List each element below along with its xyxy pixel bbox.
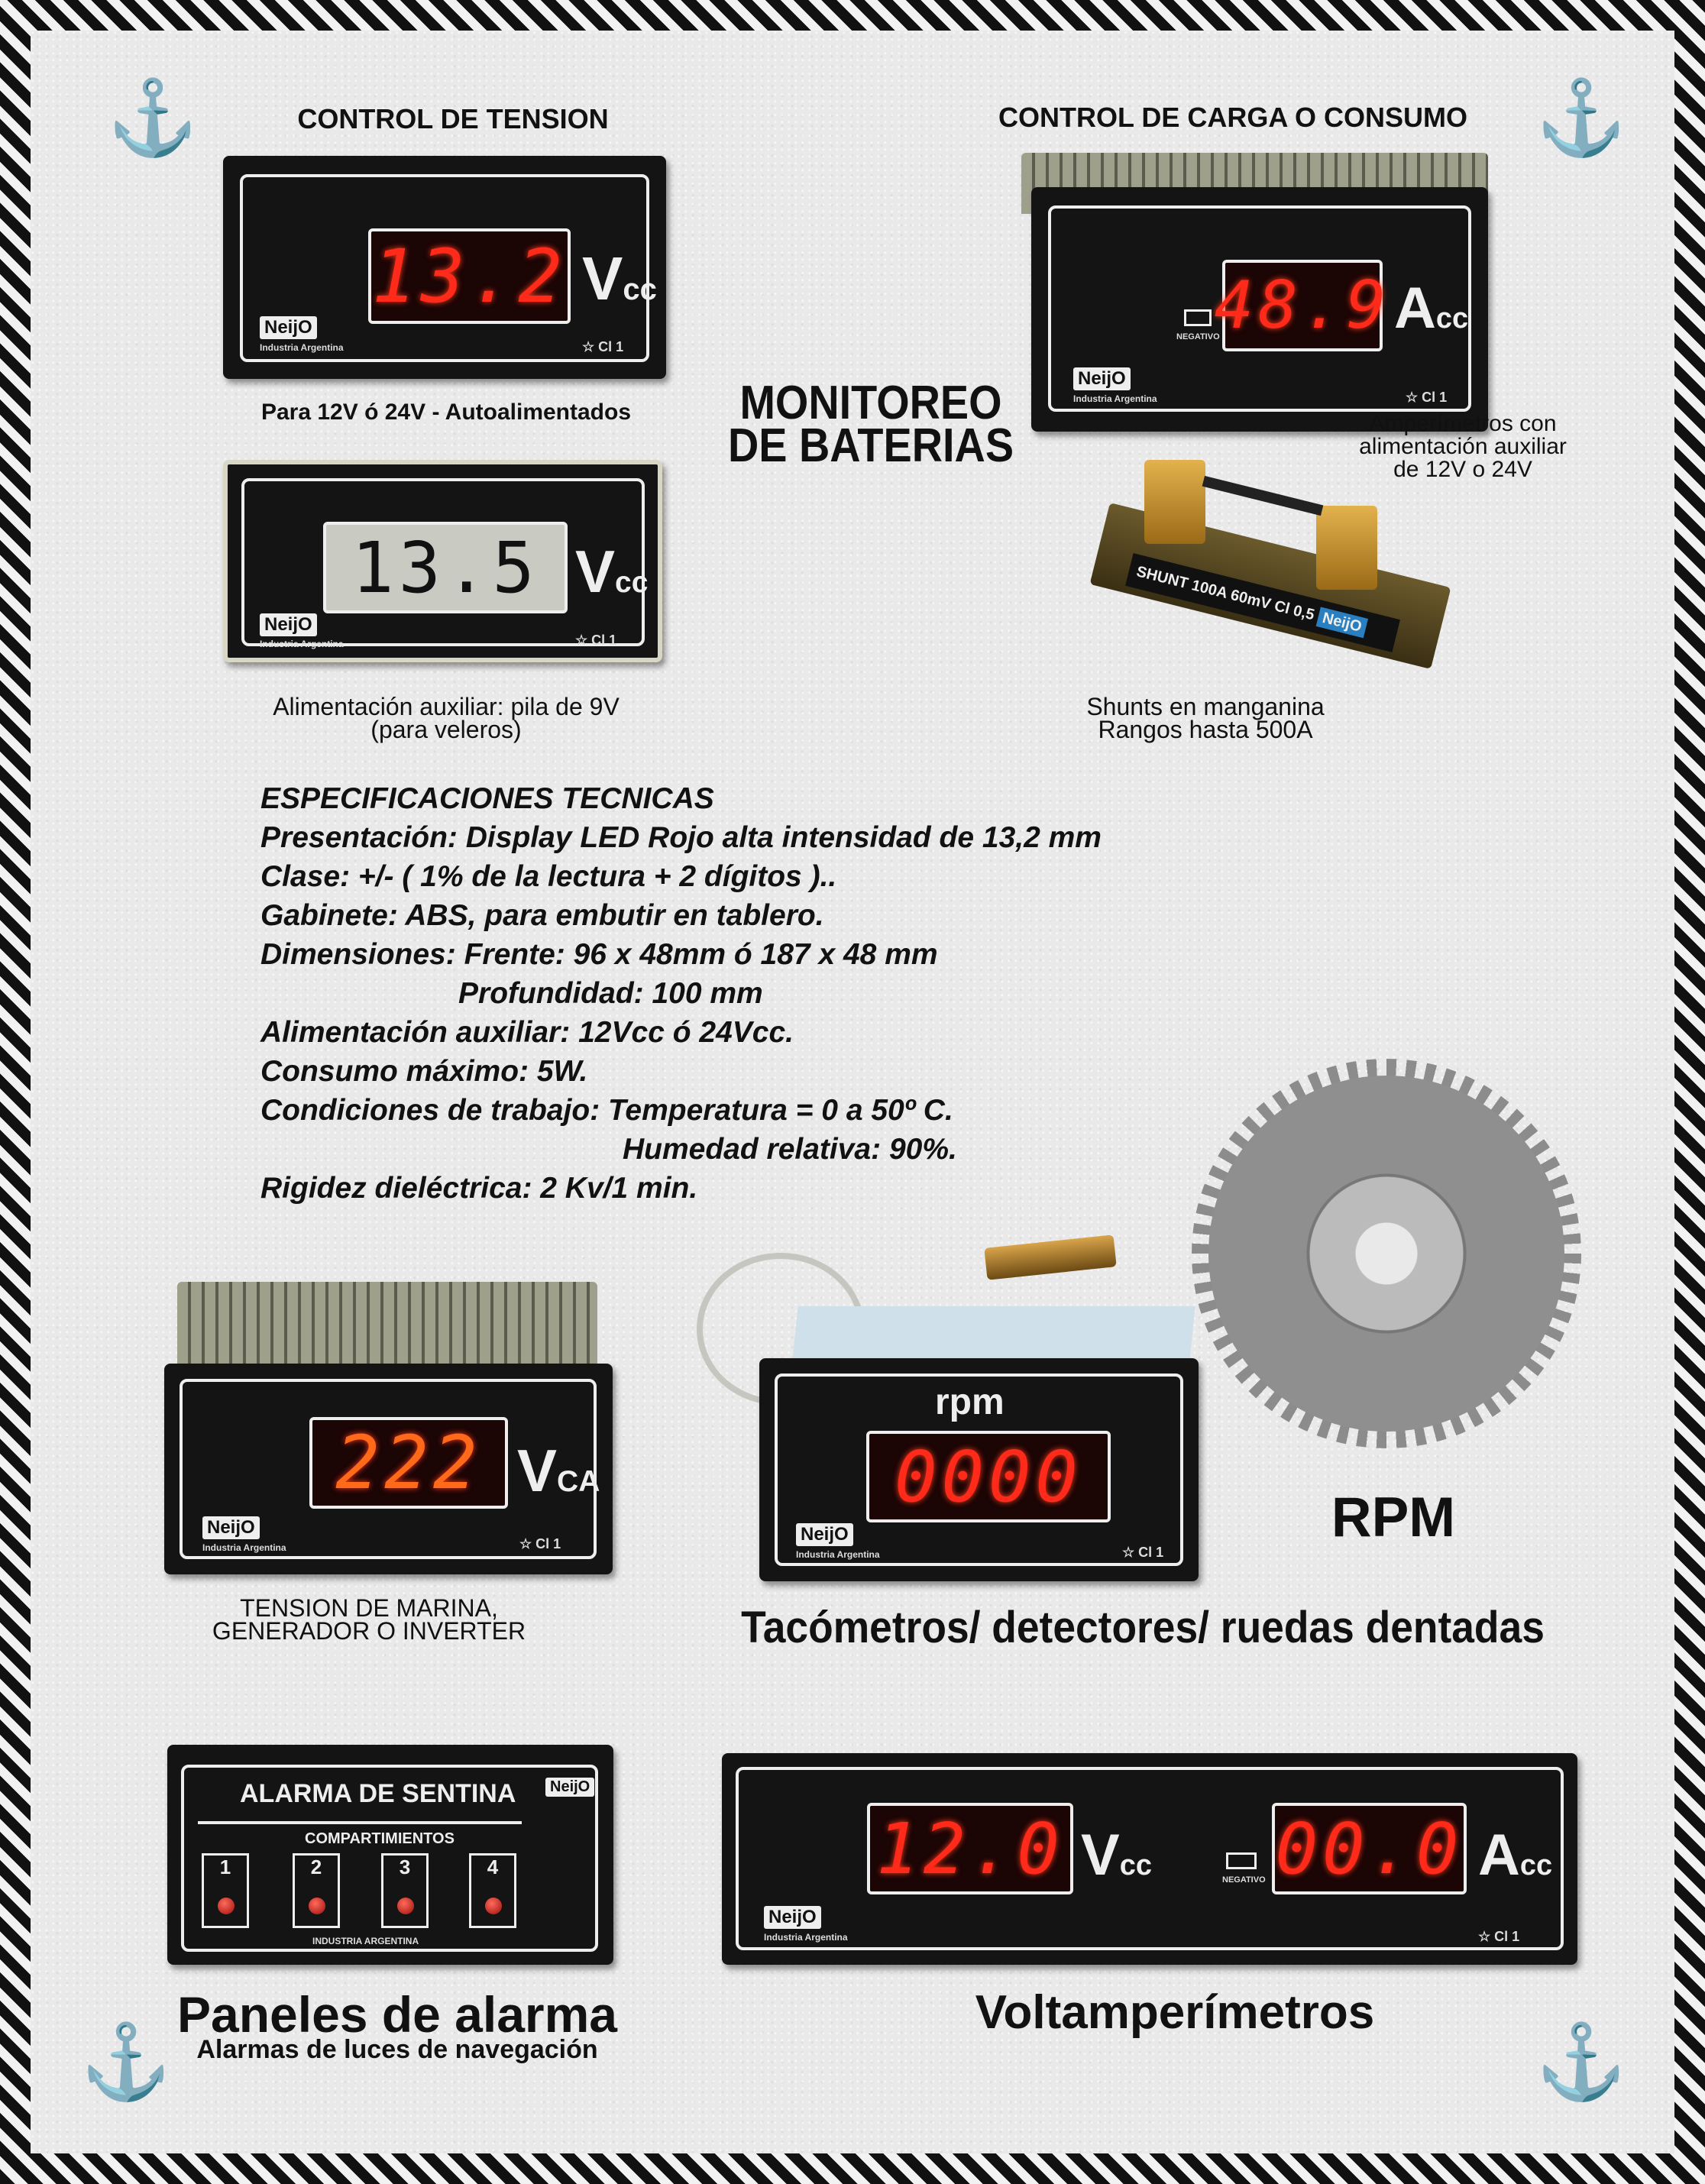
ammeter-display: 48.9 bbox=[1214, 260, 1386, 351]
voltmeter-led: 13.2 Vcc NeijO Industria Argentina ☆ Cl … bbox=[223, 156, 666, 379]
ammeter-led: 48.9 NEGATIVO Acc NeijO Industria Argent… bbox=[1031, 187, 1488, 432]
spec-line: Dimensiones: Frente: 96 x 48mm ó 187 x 4… bbox=[260, 938, 938, 971]
class-label: ☆ Cl 1 bbox=[575, 633, 617, 648]
caption-alarmas-luces: Alarmas de luces de navegación bbox=[196, 2035, 598, 2064]
rpm-label: rpm bbox=[935, 1382, 1005, 1422]
vca-display: 222 bbox=[309, 1417, 508, 1509]
industria-label: Industria Argentina bbox=[764, 1932, 848, 1943]
brand-logo: NeijO bbox=[260, 316, 317, 339]
spec-line: Profundidad: 100 mm bbox=[458, 977, 763, 1010]
spec-line: Humedad relativa: 90%. bbox=[623, 1133, 957, 1166]
class-label: ☆ Cl 1 bbox=[1122, 1545, 1164, 1560]
alarm-channel-2: 2 bbox=[293, 1853, 340, 1928]
spec-line: Gabinete: ABS, para embutir en tablero. bbox=[260, 899, 824, 932]
spec-line: Condiciones de trabajo: Temperatura = 0 … bbox=[260, 1094, 953, 1127]
industria-label: Industria Argentina bbox=[1073, 393, 1157, 404]
lcd-display: 13.5 bbox=[323, 522, 568, 613]
anchor-icon: ⚓ bbox=[80, 2021, 172, 2103]
alarm-channel-1: 1 bbox=[202, 1853, 249, 1928]
anchor-icon: ⚓ bbox=[107, 77, 199, 159]
voltmeter-display: 13.2 bbox=[368, 228, 571, 324]
compartimientos-label: COMPARTIMIENTOS bbox=[305, 1830, 455, 1847]
shunt-image: SHUNT 100A 60mV Cl 0,5 NeijO bbox=[1079, 460, 1456, 683]
class-label: ☆ Cl 1 bbox=[582, 339, 624, 354]
voltammeter-volt-display: 12.0 bbox=[867, 1803, 1073, 1894]
ac-voltmeter: 222 VCA NeijO Industria Argentina ☆ Cl 1 bbox=[164, 1364, 613, 1574]
negativo-label: NEGATIVO bbox=[1176, 332, 1220, 341]
spec-line: Presentación: Display LED Rojo alta inte… bbox=[260, 821, 1102, 854]
voltammeter: 12.0 Vcc NEGATIVO 00.0 Acc NeijO Industr… bbox=[722, 1753, 1577, 1965]
voltammeter-amp-display: 00.0 bbox=[1272, 1803, 1467, 1894]
brand-logo: NeijO bbox=[764, 1906, 821, 1929]
industria-label: Industria Argentina bbox=[202, 1542, 286, 1553]
alarm-panel: ALARMA DE SENTINA NeijO COMPARTIMIENTOS … bbox=[167, 1745, 613, 1965]
heading-control-tension: CONTROL DE TENSION bbox=[297, 103, 609, 134]
brand-logo: NeijO bbox=[260, 613, 317, 636]
heading-tacometros: Tacómetros/ detectores/ ruedas dentadas bbox=[741, 1603, 1545, 1652]
voltmeter-lcd: 13.5 Vcc NeijO Industria Argentina ☆ Cl … bbox=[223, 460, 662, 662]
anchor-icon: ⚓ bbox=[1535, 77, 1627, 159]
unit-label: Vcc bbox=[582, 244, 657, 312]
negativo-label: NEGATIVO bbox=[1222, 1875, 1266, 1885]
caption-pila: Alimentación auxiliar: pila de 9V(para v… bbox=[273, 693, 620, 743]
class-label: ☆ Cl 1 bbox=[519, 1536, 561, 1551]
heading-paneles: Paneles de alarma bbox=[176, 1986, 618, 2043]
alarm-channel-4: 4 bbox=[469, 1853, 516, 1928]
spec-line: Rigidez dieléctrica: 2 Kv/1 min. bbox=[260, 1172, 698, 1205]
alarm-channel-3: 3 bbox=[381, 1853, 429, 1928]
industria-label: INDUSTRIA ARGENTINA bbox=[312, 1936, 419, 1946]
brand-logo: NeijO bbox=[796, 1523, 853, 1546]
industria-label: Industria Argentina bbox=[260, 639, 344, 649]
caption-autoalimentados: Para 12V ó 24V - Autoalimentados bbox=[260, 400, 632, 425]
class-label: ☆ Cl 1 bbox=[1406, 390, 1448, 405]
brand-logo: NeijO bbox=[202, 1516, 260, 1539]
heading-rpm: RPM bbox=[1331, 1487, 1456, 1548]
class-label: ☆ Cl 1 bbox=[1478, 1929, 1520, 1944]
anchor-icon: ⚓ bbox=[1535, 2021, 1627, 2103]
brand-logo: NeijO bbox=[1073, 367, 1131, 390]
tachometer: rpm 0000 NeijO Industria Argentina ☆ Cl … bbox=[759, 1358, 1199, 1581]
rpm-display: 0000 bbox=[866, 1431, 1111, 1522]
gear-wheel-image bbox=[1192, 1059, 1581, 1448]
spec-line: Alimentación auxiliar: 12Vcc ó 24Vcc. bbox=[260, 1016, 794, 1049]
caption-marina: TENSION DE MARINA,GENERADOR O INVERTER bbox=[212, 1594, 526, 1645]
specs-title: ESPECIFICACIONES TECNICAS bbox=[260, 782, 714, 815]
industria-label: Industria Argentina bbox=[796, 1549, 880, 1560]
brand-logo: NeijO bbox=[545, 1778, 595, 1797]
spec-line: Clase: +/- ( 1% de la lectura + 2 dígito… bbox=[260, 860, 837, 893]
spec-line: Consumo máximo: 5W. bbox=[260, 1055, 588, 1088]
industria-label: Industria Argentina bbox=[260, 342, 344, 353]
alarm-title: ALARMA DE SENTINA bbox=[240, 1779, 516, 1808]
heading-control-carga: CONTROL DE CARGA O CONSUMO bbox=[998, 102, 1468, 133]
heading-voltamperimetros: Voltamperímetros bbox=[975, 1986, 1375, 2039]
shunt-brand: NeijO bbox=[1315, 607, 1369, 639]
